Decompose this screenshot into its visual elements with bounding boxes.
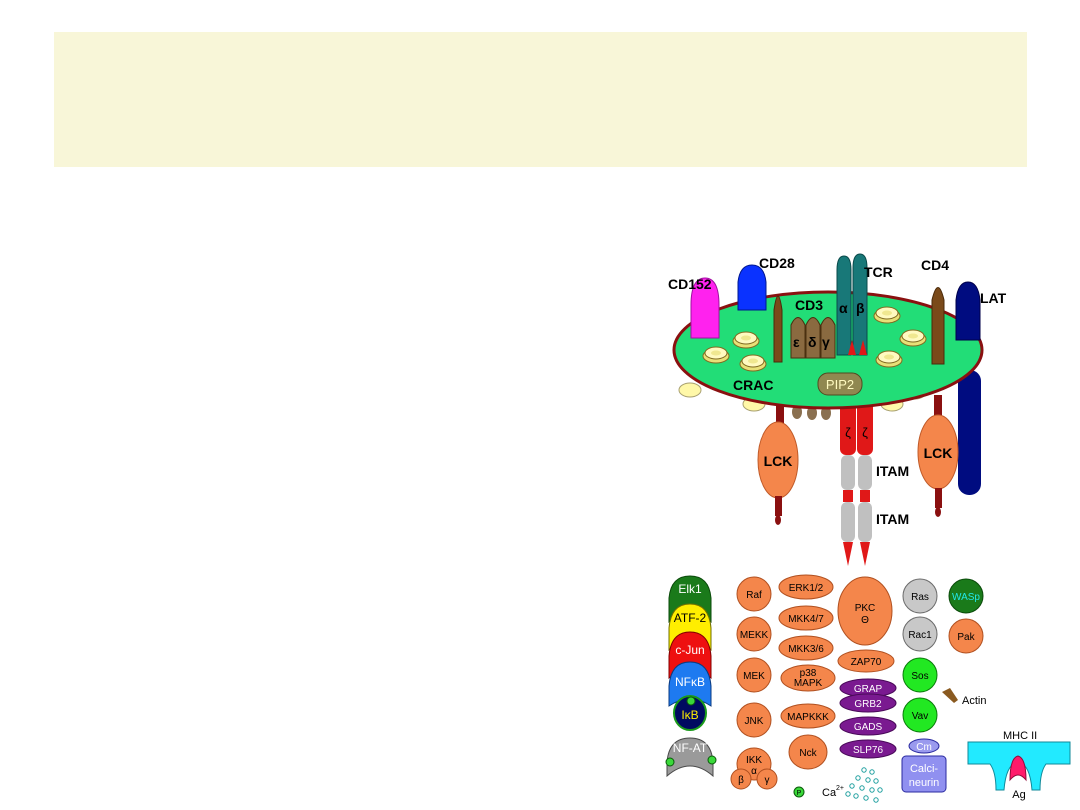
cd4-label: CD4: [921, 257, 949, 273]
calcineurin-label-1: Calci-: [910, 763, 938, 775]
cd4-shape: [931, 287, 945, 365]
sos-label: Sos: [911, 671, 928, 682]
itam-2-label: ITAM: [876, 511, 909, 527]
mek-label: MEK: [743, 671, 765, 682]
tcr-shape: [836, 253, 868, 356]
title-banner: [54, 32, 1027, 167]
tcr-label: TCR: [864, 264, 893, 280]
lat-label: LAT: [980, 290, 1007, 306]
kinases-col-a: Raf MEKK MEK JNK IKK α β γ: [730, 576, 778, 790]
mkk47-label: MKK4/7: [788, 614, 824, 625]
cd152-shape: [690, 277, 720, 339]
antigen-label: Ag: [1012, 789, 1025, 801]
cd3-epsilon-label: ε: [793, 334, 800, 350]
cjun-label: c-Jun: [675, 643, 704, 657]
mapk-label: MAPK: [794, 678, 823, 689]
raf-label: Raf: [746, 590, 762, 601]
pak-label: Pak: [957, 632, 975, 643]
crac-channels: [702, 306, 927, 372]
cd3-gamma-label: γ: [822, 334, 830, 350]
pip2-label: PIP2: [826, 377, 854, 392]
grb2-label: GRB2: [854, 699, 882, 710]
nck-label: Nck: [799, 748, 817, 759]
ikk-label: IKK: [746, 755, 762, 766]
tcr-beta-label: β: [856, 300, 865, 316]
wasp-label: WASp: [952, 592, 980, 603]
ikk-beta-label: β: [738, 775, 744, 786]
cd28-label: CD28: [759, 255, 795, 271]
calcium-charge-label: 2+: [836, 785, 844, 792]
erk-label: ERK1/2: [789, 583, 824, 594]
ikk-alpha-label: α: [751, 766, 757, 777]
signaling-col-e: WASp Pak Actin: [942, 578, 986, 707]
zeta-2-label: ζ: [862, 425, 868, 440]
zeta-1-label: ζ: [845, 425, 851, 440]
cd3-complex: [790, 317, 836, 359]
ikb-label: IκB: [681, 708, 698, 722]
rac1-label: Rac1: [908, 630, 932, 641]
ikk-gamma-label: γ: [765, 775, 770, 786]
cm-label: Cm: [916, 742, 932, 753]
p38-label: p38: [800, 668, 817, 679]
gads-label: GADS: [854, 722, 883, 733]
atf2-label: ATF-2: [674, 611, 707, 625]
nfat-label: NF-AT: [673, 741, 708, 755]
kinases-col-b: ERK1/2 MKK4/7 MKK3/6 p38 MAPK MAPKKK Nck…: [778, 574, 836, 798]
phospho-label: P: [797, 790, 802, 797]
calcineurin-label-2: neurin: [909, 777, 940, 789]
elk1-label: Elk1: [678, 582, 702, 596]
tcr-alpha-label: α: [839, 300, 848, 316]
signaling-col-d: Ras Rac1 Sos Vav Cm Calci- neurin: [901, 578, 947, 793]
pkc-theta-label: Θ: [861, 615, 869, 626]
itam-1-label: ITAM: [876, 463, 909, 479]
cd152-label: CD152: [668, 276, 712, 292]
cd3-delta-label: δ: [808, 334, 817, 350]
pkc-label: PKC: [855, 603, 876, 614]
vav-label: Vav: [912, 711, 929, 722]
lck-right-label: LCK: [924, 445, 953, 461]
calcium-label: Ca: [822, 787, 837, 799]
cd28-stalk: [773, 295, 783, 363]
jnk-label: JNK: [745, 716, 764, 727]
slp76-label: SLP76: [853, 745, 883, 756]
mhc-label: MHC II: [1003, 730, 1037, 742]
crac-label: CRAC: [733, 377, 773, 393]
grap-label: GRAP: [854, 684, 883, 695]
ras-label: Ras: [911, 592, 929, 603]
signaling-col-c: PKC Θ ZAP70 GRAP GRB2 GADS SLP76 Ca 2+: [822, 576, 897, 803]
cd3-label: CD3: [795, 297, 823, 313]
zap70-label: ZAP70: [851, 657, 882, 668]
lck-left-label: LCK: [764, 453, 793, 469]
actin-icon: [942, 688, 958, 703]
nfkb-label: NFκB: [675, 675, 705, 689]
mekk-label: MEKK: [740, 630, 769, 641]
cd28-shape: [737, 264, 767, 311]
actin-label: Actin: [962, 695, 986, 707]
lat-shape: [955, 281, 981, 341]
pip2-shape: [817, 372, 863, 396]
mkk36-label: MKK3/6: [788, 644, 824, 655]
mapkkk-label: MAPKKK: [787, 712, 829, 723]
transcription-factors: Elk1 ATF-2 c-Jun NFκB IκB NF-AT: [665, 575, 717, 778]
mhc-ii: MHC II Ag: [967, 730, 1071, 801]
